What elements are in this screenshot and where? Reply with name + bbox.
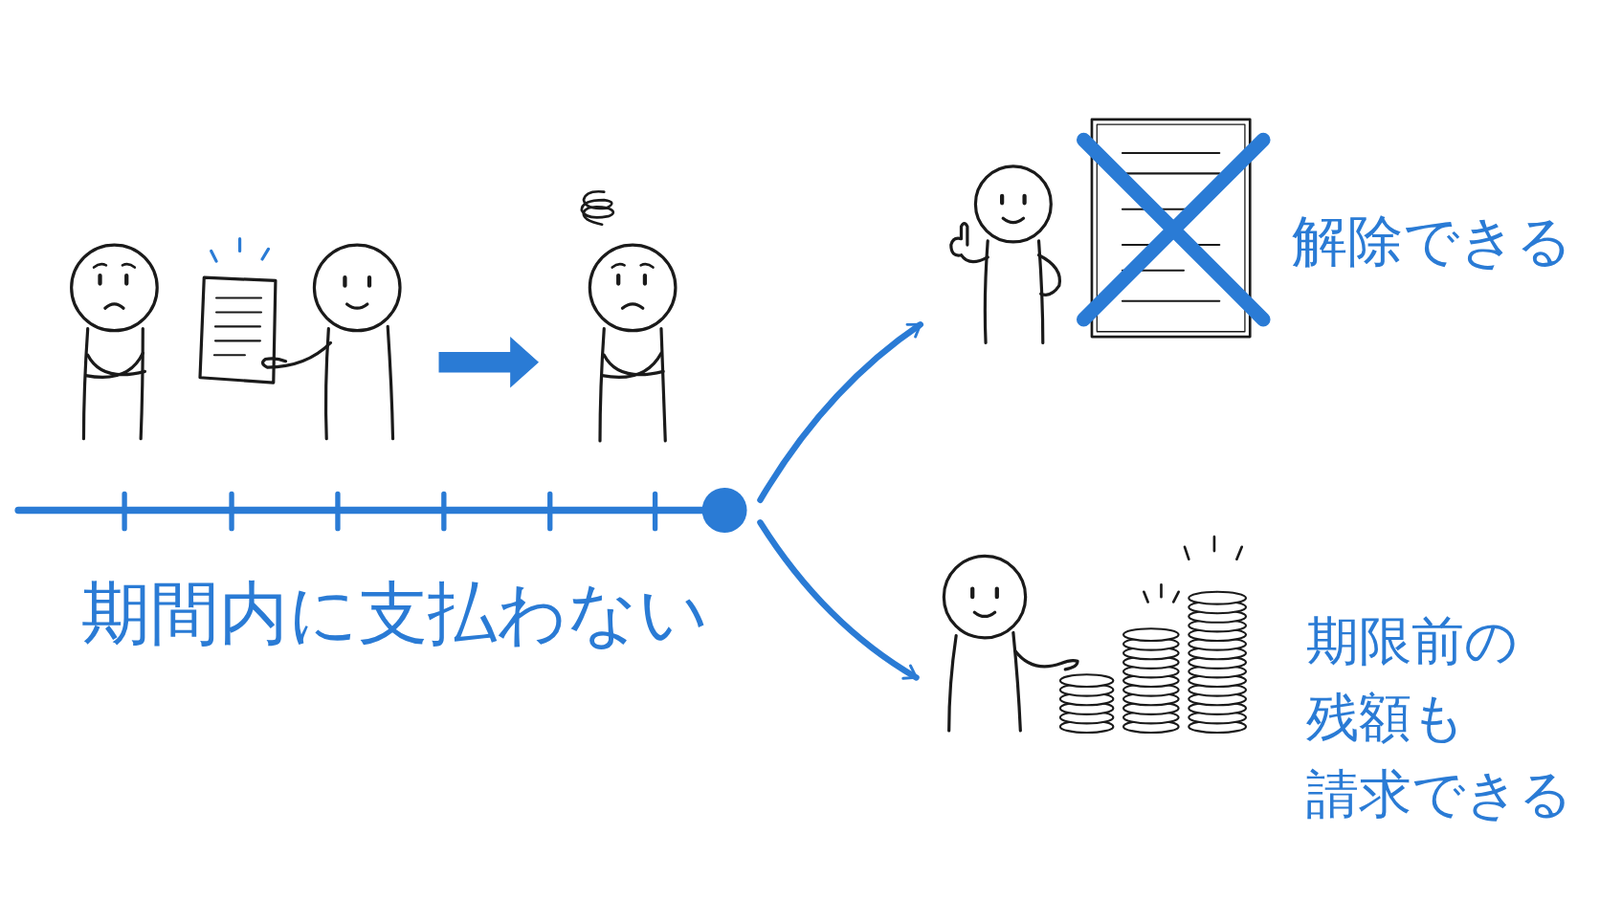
block-arrow — [439, 336, 539, 388]
sparkle — [1143, 536, 1242, 602]
coin-stacks — [1060, 592, 1246, 734]
condition-label: 期間内に支払わない — [81, 572, 710, 655]
coin — [1060, 674, 1113, 688]
timeline — [18, 324, 921, 678]
presenting-person — [943, 555, 1078, 731]
coin — [1123, 628, 1179, 642]
outcome-label: 期限前の 残額も 請求できる — [1306, 602, 1580, 833]
confused-person — [581, 191, 676, 442]
coin — [1188, 592, 1246, 605]
explaining-person — [951, 166, 1061, 344]
worried-person — [71, 244, 158, 440]
outcome-label: 解除できる — [1291, 208, 1573, 276]
cancelled-contract — [1083, 119, 1264, 337]
smiling-person — [263, 244, 400, 440]
